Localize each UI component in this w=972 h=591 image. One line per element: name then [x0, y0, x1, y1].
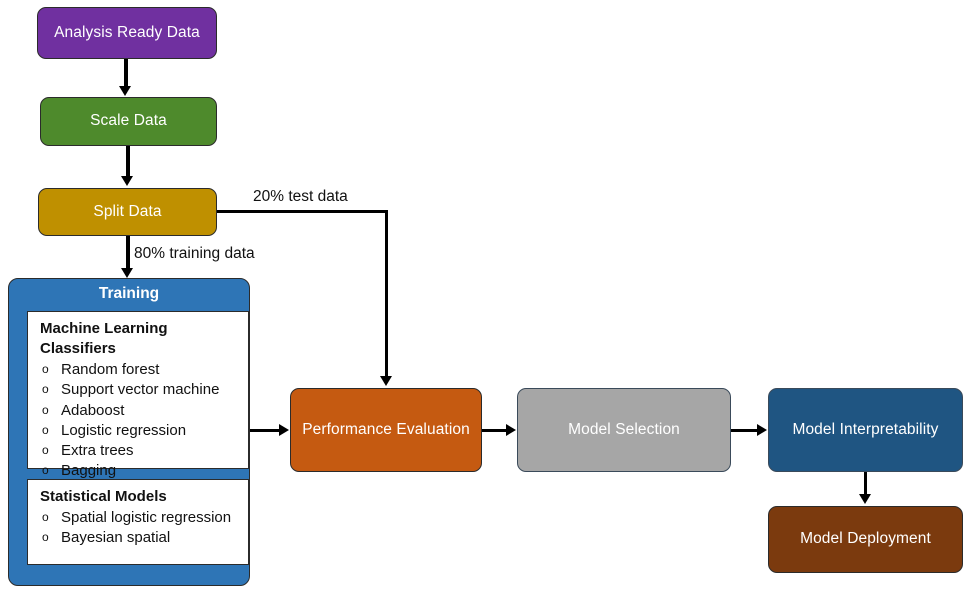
node-training-title: Training — [98, 285, 160, 302]
list-item: o Extra trees — [40, 441, 242, 461]
edge-training-to-perf — [250, 428, 282, 432]
edge-perf-to-selection — [482, 428, 509, 432]
edge-split-to-perf-vertical — [384, 210, 388, 378]
node-model-deployment-label: Model Deployment — [800, 530, 931, 548]
arrow-head-icon — [380, 376, 392, 386]
edge-split-to-perf-horizontal — [217, 210, 388, 214]
list-item-label: Logistic regression — [61, 421, 187, 439]
edge-selection-to-interpretability — [731, 428, 759, 432]
node-analysis-ready-data[interactable]: Analysis Ready Data — [37, 7, 217, 59]
bullet-icon: o — [42, 510, 49, 525]
list-item: o Random forest — [40, 360, 242, 380]
node-split-data-label: Split Data — [93, 202, 162, 220]
list-item-label: Bagging — [61, 462, 117, 480]
node-model-selection-label: Model Selection — [568, 420, 680, 438]
list-item: o Support vector machine — [40, 380, 242, 400]
list-item: o Logistic regression — [40, 421, 242, 441]
panel-ml-heading: Machine Learning Classifiers — [40, 320, 168, 358]
bullet-icon: o — [42, 402, 49, 417]
list-item-label: Spatial logistic regression — [61, 509, 232, 527]
node-model-interpretability-label: Model Interpretability — [792, 420, 939, 438]
list-item: o Bayesian spatial — [40, 528, 242, 548]
bullet-icon: o — [42, 463, 49, 478]
arrow-head-icon — [121, 268, 133, 278]
arrow-head-icon — [757, 423, 767, 436]
panel-statistical-models: Statistical Models o Spatial logistic reg… — [27, 479, 249, 565]
list-item: o Bagging — [40, 461, 242, 481]
arrow-head-icon — [859, 494, 871, 504]
bullet-icon: o — [42, 442, 49, 457]
arrow-head-icon — [121, 176, 133, 186]
bullet-icon: o — [42, 382, 49, 397]
list-item-label: Adaboost — [61, 401, 125, 419]
node-performance-evaluation[interactable]: Performance Evaluation — [290, 388, 482, 472]
node-scale-data-label: Scale Data — [90, 112, 167, 130]
edge-label-training-split: 80% training data — [134, 245, 255, 262]
panel-stat-heading: Statistical Models — [40, 488, 167, 505]
list-item-label: Support vector machine — [61, 381, 220, 399]
edge-interpretability-to-deployment — [863, 472, 867, 498]
edge-label-test-split: 20% test data — [253, 188, 348, 205]
list-item: o Adaboost — [40, 401, 242, 421]
arrow-head-icon — [119, 86, 131, 96]
bullet-icon: o — [42, 422, 49, 437]
bullet-icon: o — [42, 530, 49, 545]
arrow-head-icon — [506, 423, 516, 436]
node-scale-data[interactable]: Scale Data — [40, 97, 217, 146]
list-item-label: Bayesian spatial — [61, 529, 171, 547]
node-model-selection[interactable]: Model Selection — [517, 388, 731, 472]
list-item: o Spatial logistic regression — [40, 508, 242, 528]
edge-ard-to-scale — [124, 59, 128, 89]
node-analysis-ready-data-label: Analysis Ready Data — [54, 23, 200, 41]
list-item-label: Random forest — [61, 361, 160, 379]
node-model-deployment[interactable]: Model Deployment — [768, 506, 963, 573]
panel-machine-learning-classifiers: Machine Learning Classifiers o Random for… — [27, 311, 249, 479]
node-split-data[interactable]: Split Data — [38, 188, 217, 236]
bullet-icon: o — [42, 362, 49, 377]
arrow-head-icon — [279, 423, 289, 436]
list-item-label: Extra trees — [61, 441, 134, 459]
edge-scale-to-split — [126, 146, 130, 178]
node-performance-evaluation-label: Performance Evaluation — [302, 420, 470, 438]
edge-split-to-training — [126, 236, 130, 270]
node-model-interpretability[interactable]: Model Interpretability — [768, 388, 963, 472]
